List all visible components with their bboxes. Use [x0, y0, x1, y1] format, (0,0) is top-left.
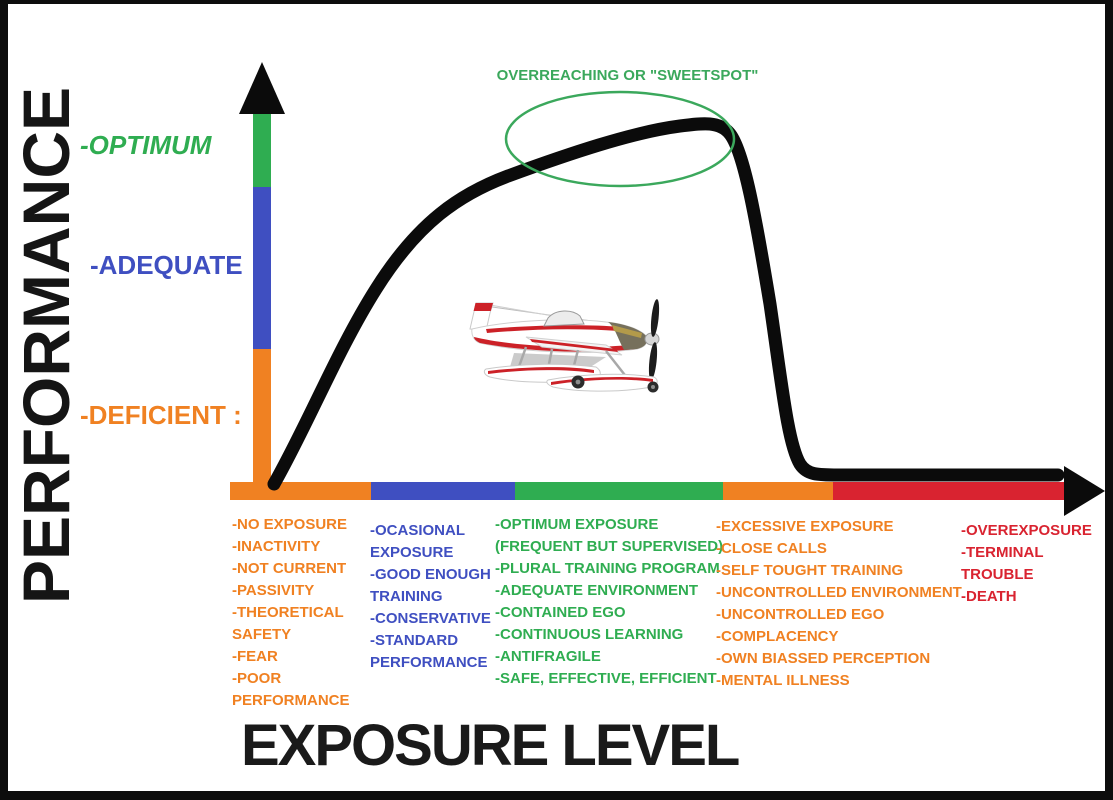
list-item: -EXCESSIVE EXPOSURE — [716, 518, 894, 535]
list-item: (FREQUENT BUT SUPERVISED) — [495, 538, 724, 555]
curve-overlay — [239, 62, 1105, 516]
list-item: -CONSERVATIVE — [370, 610, 491, 627]
zone-list-optimum-exposure: -OPTIMUM EXPOSURE (FREQUENT BUT SUPERVISE… — [495, 514, 723, 690]
list-item: -GOOD ENOUGH — [370, 566, 491, 583]
x-axis-segment-excessive-exposure — [723, 482, 833, 500]
list-item: -NO EXPOSURE — [232, 516, 348, 533]
x-axis-segment-overexposure — [833, 482, 1073, 500]
y-axis-arrowhead-icon — [239, 62, 285, 114]
x-axis-arrowhead-icon — [1064, 466, 1105, 516]
list-item: PERFORMANCE — [232, 692, 350, 709]
list-item: -CLOSE CALLS — [716, 540, 827, 557]
list-item: -CONTINUOUS LEARNING — [495, 626, 684, 643]
list-item: -INACTIVITY — [232, 538, 321, 555]
list-item: -ANTIFRAGILE — [495, 648, 601, 665]
y-axis-segment-deficient — [253, 349, 271, 500]
list-item: -SELF TOUGHT TRAINING — [716, 562, 904, 579]
zone-list-overexposure: -OVEREXPOSURE -TERMINAL TROUBLE -DEATH — [961, 520, 1092, 608]
x-axis-segment-no-exposure — [230, 482, 371, 500]
list-item: -COMPLACENCY — [716, 628, 839, 645]
list-item: -OCASIONAL — [370, 522, 465, 539]
list-item: -THEORETICAL — [232, 604, 344, 621]
list-item: -POOR — [232, 670, 282, 687]
list-item: PERFORMANCE — [370, 654, 488, 671]
list-item: -OPTIMUM EXPOSURE — [495, 516, 659, 533]
list-item: -STANDARD — [370, 632, 459, 649]
list-item: -NOT CURRENT — [232, 560, 347, 577]
list-item: -SAFE, EFFECTIVE, EFFICIENT — [495, 670, 717, 687]
list-item: -TERMINAL — [961, 544, 1044, 561]
x-axis-segment-ocasional-exposure — [371, 482, 515, 500]
list-item: TRAINING — [370, 588, 443, 605]
list-item: -DEATH — [961, 588, 1017, 605]
list-item: -ADEQUATE ENVIRONMENT — [495, 582, 699, 599]
zone-list-no-exposure: -NO EXPOSURE -INACTIVITY -NOT CURRENT -PASS… — [232, 514, 350, 712]
list-item: -OWN BIASSED PERCEPTION — [716, 650, 931, 667]
zone-list-excessive-exposure: -EXCESSIVE EXPOSURE -CLOSE CALLS -SELF TOU… — [716, 516, 962, 692]
y-axis-segment-adequate — [253, 187, 271, 349]
x-axis-title: EXPOSURE LEVEL — [241, 713, 740, 778]
zone-list-ocasional-exposure: -OCASIONAL EXPOSURE -GOOD ENOUGH TRAINING -C… — [370, 520, 491, 674]
y-label-adequate: -ADEQUATE — [90, 250, 243, 280]
list-item: -PASSIVITY — [232, 582, 315, 599]
list-item: -UNCONTROLLED EGO — [716, 606, 885, 623]
list-item: SAFETY — [232, 626, 292, 643]
list-item: -MENTAL ILLNESS — [716, 672, 850, 689]
y-axis-segment-optimum — [253, 114, 271, 187]
y-label-optimum: -OPTIMUM — [80, 130, 212, 160]
list-item: TROUBLE — [961, 566, 1034, 583]
list-item: EXPOSURE — [370, 544, 454, 561]
list-item: -OVEREXPOSURE — [961, 522, 1092, 539]
list-item: -UNCONTROLLED ENVIRONMENT — [716, 584, 962, 601]
performance-curve — [267, 117, 1065, 491]
list-item: -PLURAL TRAINING PROGRAM — [495, 560, 720, 577]
list-item: -FEAR — [232, 648, 278, 665]
sweetspot-annotation: OVERREACHING OR "SWEETSPOT" — [496, 67, 759, 84]
x-axis-segment-optimum-exposure — [515, 482, 723, 500]
seaplane-image — [469, 299, 660, 393]
sweetspot-ellipse — [504, 90, 736, 188]
list-item: -CONTAINED EGO — [495, 604, 626, 621]
y-label-deficient: -DEFICIENT : — [80, 400, 242, 430]
